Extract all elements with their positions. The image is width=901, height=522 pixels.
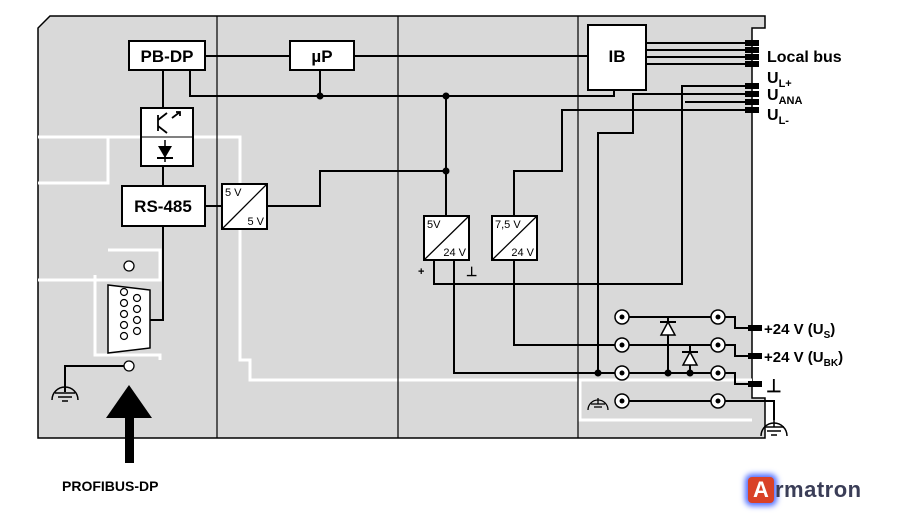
- armatron-logo: A rmatron: [748, 477, 862, 503]
- phototransistor-icon: [157, 111, 181, 134]
- dc-converter-2: 5V 24 V: [423, 215, 470, 261]
- earth-ground-icon: [760, 420, 788, 437]
- ground-supply-label: ⊥: [766, 376, 782, 396]
- ib-block: IB: [587, 24, 647, 91]
- rs-485-block: RS-485: [121, 185, 206, 227]
- ground-icon: [587, 398, 609, 411]
- optocoupler-block: [140, 107, 194, 167]
- wiring: [64, 42, 775, 420]
- dc-converter-1: 5 V 5 V: [221, 183, 268, 230]
- microprocessor-block: µP: [289, 40, 355, 71]
- profibus-dp-label: PROFIBUS-DP: [62, 478, 158, 494]
- dsub-connector-icon: [107, 260, 151, 372]
- uana-label: UANA: [767, 87, 802, 107]
- ul-plus-label: UL+: [767, 70, 792, 90]
- pb-dp-block: PB-DP: [128, 40, 206, 71]
- converter-1-input: 5 V: [225, 187, 242, 199]
- us-supply-label: +24 V (US): [764, 321, 835, 341]
- logo-badge: A: [748, 477, 774, 503]
- dc-converter-3: 7,5 V 24 V: [491, 215, 538, 261]
- converter-3-output: 24 V: [511, 247, 534, 259]
- rs-485-label: RS-485: [134, 197, 192, 216]
- housing-panel: [37, 15, 766, 439]
- microprocessor-label: µP: [311, 47, 332, 66]
- pb-dp-label: PB-DP: [141, 47, 194, 66]
- diode-icon: [659, 320, 699, 366]
- output-pins: [745, 40, 762, 387]
- ubk-supply-label: +24 V (UBK): [764, 349, 843, 369]
- led-icon: [157, 140, 173, 162]
- ib-label: IB: [609, 47, 626, 66]
- terminal-block: [587, 309, 788, 437]
- ground-icon: [51, 386, 79, 402]
- local-bus-label: Local bus: [767, 49, 842, 66]
- ul-minus-label: UL-: [767, 107, 789, 127]
- logo-text: rmatron: [775, 477, 862, 502]
- ground-marker: ⊥: [466, 264, 477, 279]
- plus-marker: +: [418, 266, 424, 278]
- converter-1-output: 5 V: [247, 216, 264, 228]
- junction-dots: [316, 92, 694, 377]
- converter-3-input: 7,5 V: [495, 219, 521, 231]
- profibus-input-arrow-icon: [106, 385, 152, 463]
- section-dividers: [216, 16, 579, 438]
- white-partitions: [38, 135, 752, 422]
- converter-2-output: 24 V: [443, 247, 466, 259]
- converter-2-input: 5V: [427, 219, 441, 231]
